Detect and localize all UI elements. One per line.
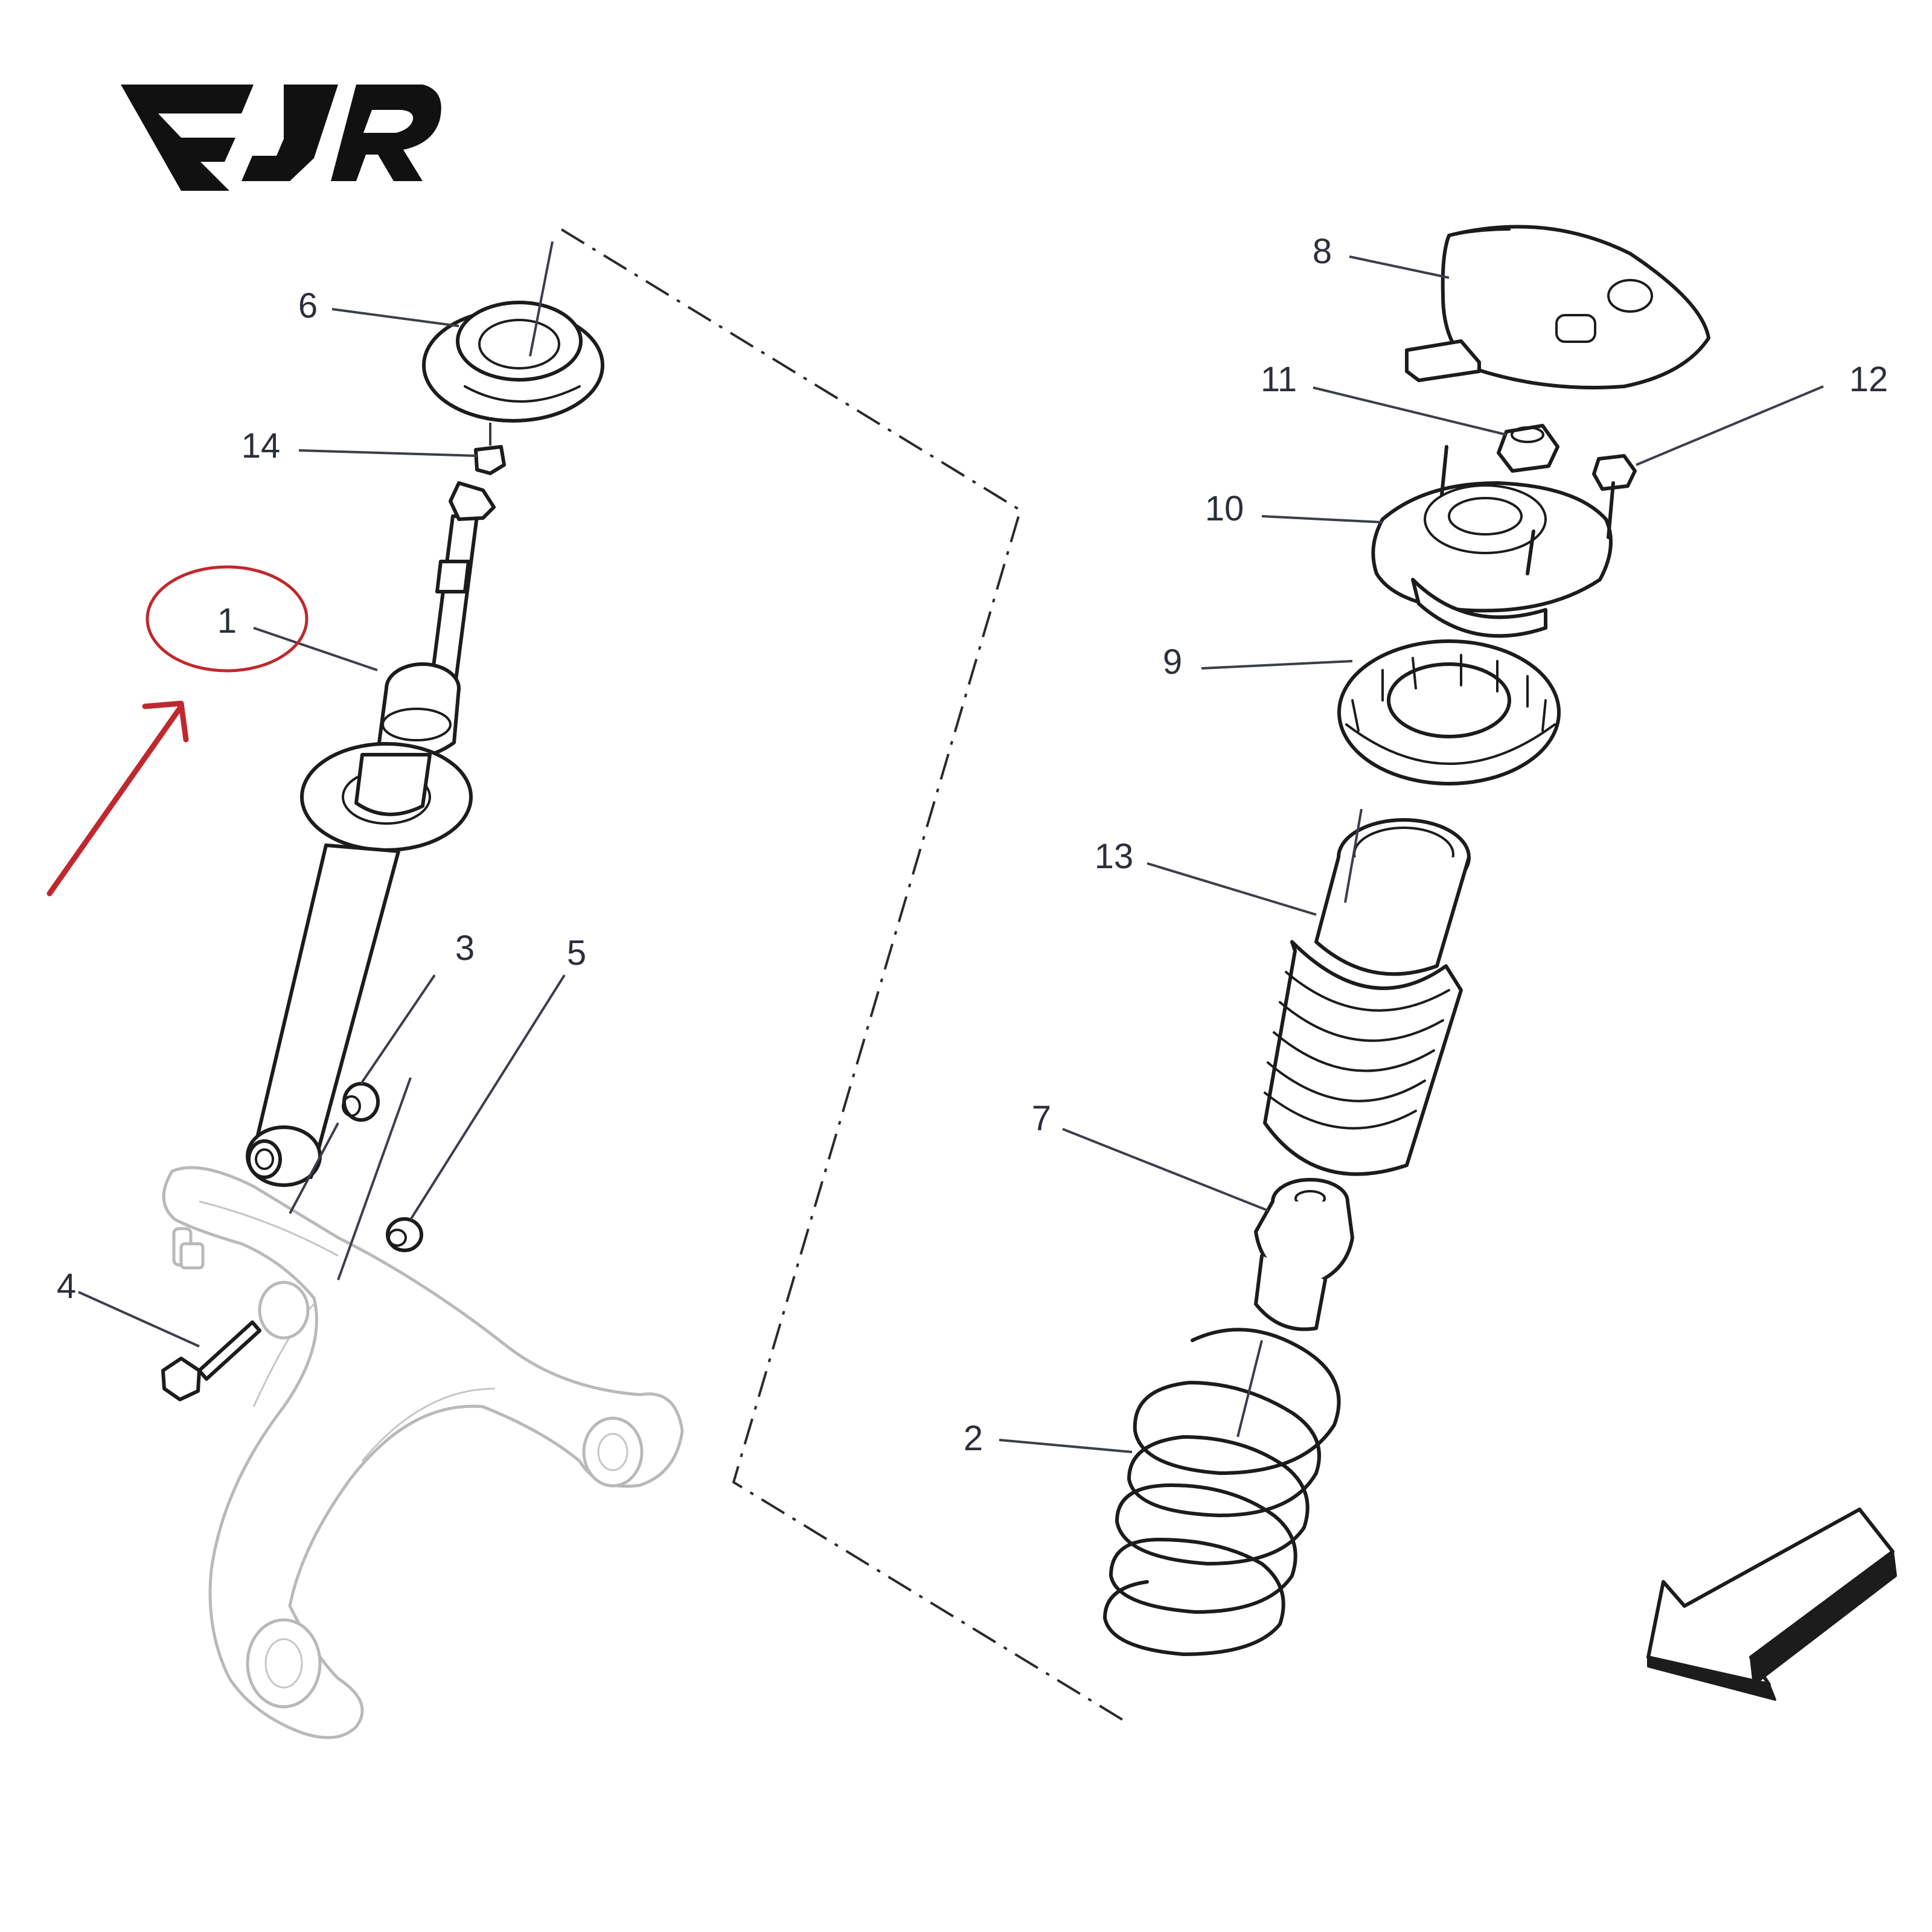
mounting-bolt (161, 1320, 261, 1401)
callout-labels: 1 2 3 4 5 6 7 8 9 10 11 12 13 14 (57, 232, 1888, 1458)
callout-14: 14 (242, 426, 281, 465)
washer-nut (474, 423, 506, 475)
dust-boot (1263, 818, 1471, 1176)
assembly-guide-line-a (289, 1122, 339, 1214)
callout-12: 12 (1849, 360, 1889, 399)
callout-8: 8 (1313, 232, 1332, 271)
callout-leaders (78, 255, 1824, 1453)
guide-line-6 (529, 241, 554, 357)
assembly-boundary (560, 228, 1130, 1725)
callout-4: 4 (57, 1267, 76, 1306)
flange-nut-large (1497, 424, 1559, 473)
coil-spring (1103, 1328, 1341, 1656)
top-mount (1371, 445, 1615, 638)
callout-1: 1 (217, 601, 237, 641)
flange-nut-small (1592, 454, 1637, 491)
callout-5: 5 (567, 933, 586, 973)
shock-absorber (246, 481, 496, 1187)
callout-6: 6 (298, 286, 318, 325)
bump-stop (1254, 1178, 1354, 1331)
callout-13: 13 (1095, 837, 1134, 876)
callout-3: 3 (455, 929, 475, 968)
callout-11: 11 (1261, 360, 1297, 399)
callout-9: 9 (1163, 642, 1182, 682)
highlight-circle (146, 565, 309, 673)
lower-control-arm (162, 1166, 684, 1739)
direction-arrow-icon (1646, 1508, 1897, 1701)
guide-line-upper-right (1344, 808, 1363, 903)
callout-2: 2 (964, 1419, 983, 1458)
assembly-guide-line-b (337, 1077, 412, 1281)
red-arrow-icon (46, 700, 189, 897)
spring-insulator (1337, 639, 1561, 785)
bush-upper (342, 1082, 380, 1122)
callout-7: 7 (1032, 1099, 1051, 1138)
guide-line-spring (1236, 1340, 1263, 1438)
top-cover-cap (1405, 225, 1710, 389)
callout-10: 10 (1205, 489, 1244, 528)
brand-logo (121, 85, 441, 191)
upper-spring-seat (422, 301, 604, 423)
bush-lower (386, 1217, 423, 1252)
